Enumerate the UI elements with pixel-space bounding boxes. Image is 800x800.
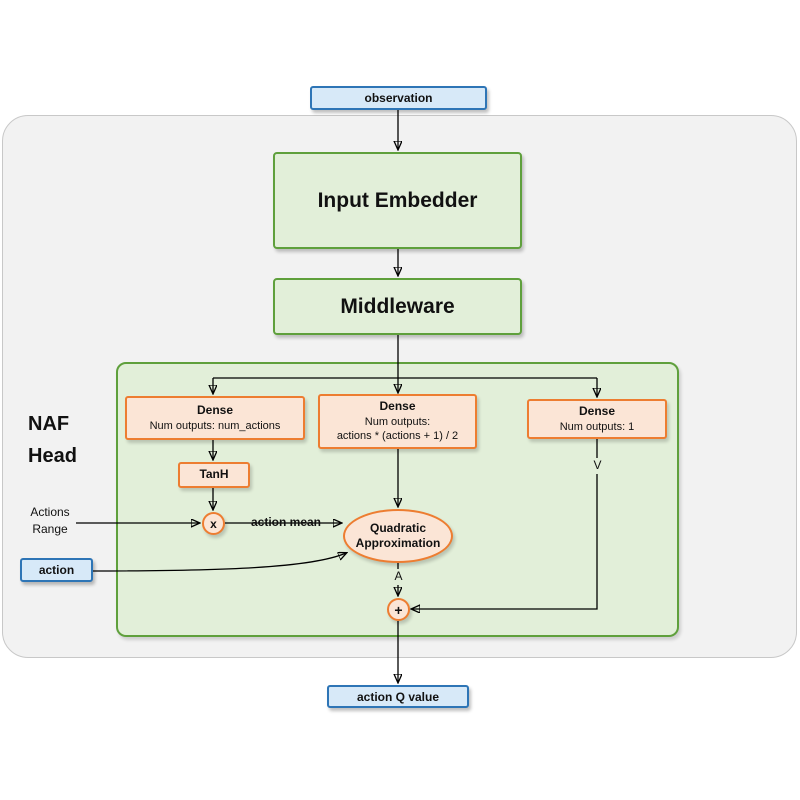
observation-label: observation	[364, 91, 433, 105]
dense-quadratic-title: Dense	[379, 399, 416, 414]
sum-op-label: +	[394, 601, 403, 618]
quadratic-label-line1: Quadratic	[369, 521, 426, 535]
dense-quadratic-terms-node: Dense Num outputs: actions * (actions + …	[318, 394, 477, 449]
middleware-node: Middleware	[273, 278, 522, 335]
dense-actions-node: Dense Num outputs: num_actions	[125, 396, 305, 440]
value-label: V	[590, 458, 605, 474]
middleware-label: Middleware	[340, 294, 455, 318]
multiply-op-label: x	[210, 516, 217, 531]
naf-head-title: NAF Head	[28, 408, 77, 472]
action-input-label: action	[38, 563, 75, 577]
quadratic-approximation-node: Quadratic Approximation	[343, 509, 453, 563]
action-q-value-node: action Q value	[327, 685, 469, 708]
action-q-value-label: action Q value	[356, 689, 440, 704]
dense-actions-outputs: Num outputs: num_actions	[149, 419, 281, 432]
dense-actions-title: Dense	[196, 403, 234, 418]
dense-quadratic-outputs-line1: Num outputs:	[364, 416, 431, 428]
action-mean-label: action mean	[250, 515, 322, 529]
input-embedder-node: Input Embedder	[273, 152, 522, 249]
dense-value-outputs: Num outputs: 1	[559, 420, 635, 433]
naf-head-title-line1: NAF	[28, 413, 70, 435]
multiply-op-node: x	[202, 512, 225, 535]
actions-range-line2: Range	[32, 521, 68, 536]
naf-head-title-line2: Head	[28, 445, 77, 467]
dense-quadratic-outputs-line2: actions * (actions + 1) / 2	[336, 430, 459, 443]
actions-range-line1: Actions	[30, 505, 70, 519]
observation-node: observation	[310, 86, 487, 110]
input-embedder-label: Input Embedder	[317, 188, 478, 212]
dense-value-node: Dense Num outputs: 1	[527, 399, 667, 439]
dense-value-title: Dense	[578, 404, 616, 419]
tanh-label: TanH	[199, 467, 229, 482]
action-input-node: action	[20, 558, 93, 582]
actions-range-label: Actions Range	[16, 504, 84, 538]
quadratic-label-line2: Approximation	[355, 536, 441, 550]
tanh-node: TanH	[178, 462, 250, 488]
advantage-label: A	[391, 569, 406, 585]
sum-op-node: +	[387, 598, 410, 621]
